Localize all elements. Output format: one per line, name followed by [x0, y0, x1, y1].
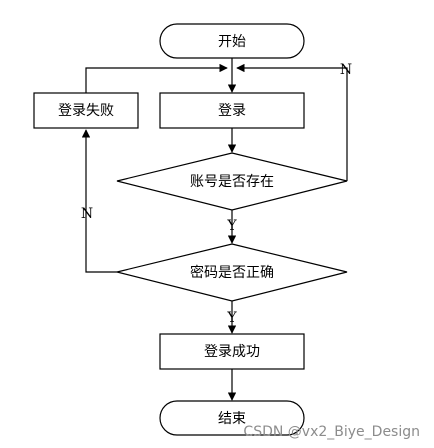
watermark-text: CSDN @vx2_Biye_Design: [243, 424, 420, 440]
no-label-account: N: [340, 62, 352, 78]
login-success-label: 登录成功: [204, 344, 260, 360]
yes-label-password: Y: [226, 310, 237, 326]
login-failed-box: [33, 92, 139, 129]
start-label: 开始: [218, 34, 246, 50]
login-failed-label: 登录失败: [58, 103, 114, 119]
end-terminal: [159, 400, 305, 436]
edge-password-no: [81, 129, 117, 273]
edge-account-no-loop: [236, 63, 348, 181]
yes-label-account: Y: [226, 218, 237, 234]
edge-failed-to-login: [85, 63, 228, 93]
password-check-label: 密码是否正确: [190, 264, 274, 281]
no-label-password: N: [81, 206, 93, 222]
end-label: 结束: [218, 411, 246, 427]
login-label: 登录: [218, 103, 246, 119]
account-check-label: 账号是否存在: [190, 174, 274, 190]
